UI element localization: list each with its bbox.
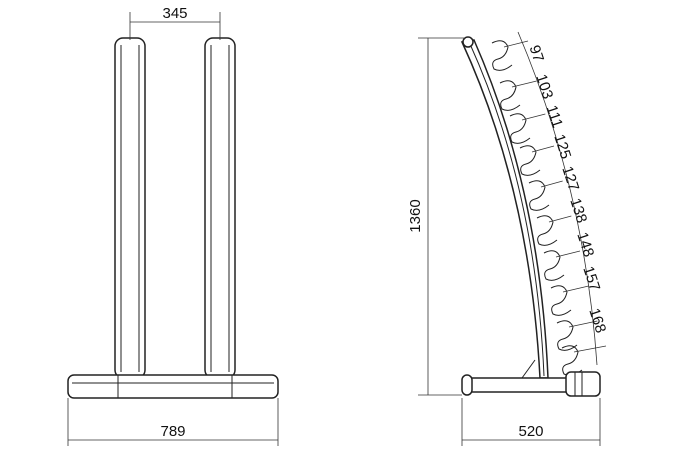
hook-spacing-label: 168: [585, 306, 609, 335]
right-upright: [204, 37, 236, 379]
hook: [543, 250, 565, 281]
hook: [509, 113, 531, 144]
extension-line: [548, 215, 572, 223]
extension-line: [531, 145, 555, 153]
dim-base-depth: 520: [518, 423, 543, 440]
hook: [536, 215, 558, 246]
extension-line: [540, 180, 563, 188]
hook: [556, 320, 578, 351]
hook-spacing-label: 138: [566, 196, 590, 225]
side-base-bar: [467, 377, 569, 393]
extension-line: [511, 80, 537, 88]
hook-spacing-label: 103: [532, 72, 556, 101]
left-upright: [114, 37, 146, 379]
hook-spacing-label: 125: [550, 132, 574, 161]
extension-line: [573, 345, 607, 353]
hook: [499, 80, 521, 111]
extension-line: [562, 285, 589, 293]
extension-line: [555, 250, 581, 258]
hook-spacing-label: 127: [558, 164, 582, 193]
front-view: 345 789: [67, 5, 279, 446]
extension-line: [503, 40, 529, 48]
hook: [519, 145, 541, 176]
extension-line: [521, 113, 546, 121]
curved-frame: [460, 39, 549, 379]
base-bar: [67, 374, 279, 399]
extension-line: [568, 320, 598, 328]
hook-spacing-label: 157: [579, 264, 603, 293]
dim-base-width: 789: [160, 423, 185, 440]
hook-spacing-label: 111: [543, 103, 566, 130]
hook: [550, 285, 572, 316]
dim-height: 1360: [407, 199, 424, 232]
hook-spacing-label: 148: [573, 230, 597, 259]
hook-spacing-label: 97: [526, 43, 547, 64]
hook: [491, 40, 513, 71]
dim-upright-spacing: 345: [162, 5, 187, 22]
hook: [528, 180, 550, 211]
